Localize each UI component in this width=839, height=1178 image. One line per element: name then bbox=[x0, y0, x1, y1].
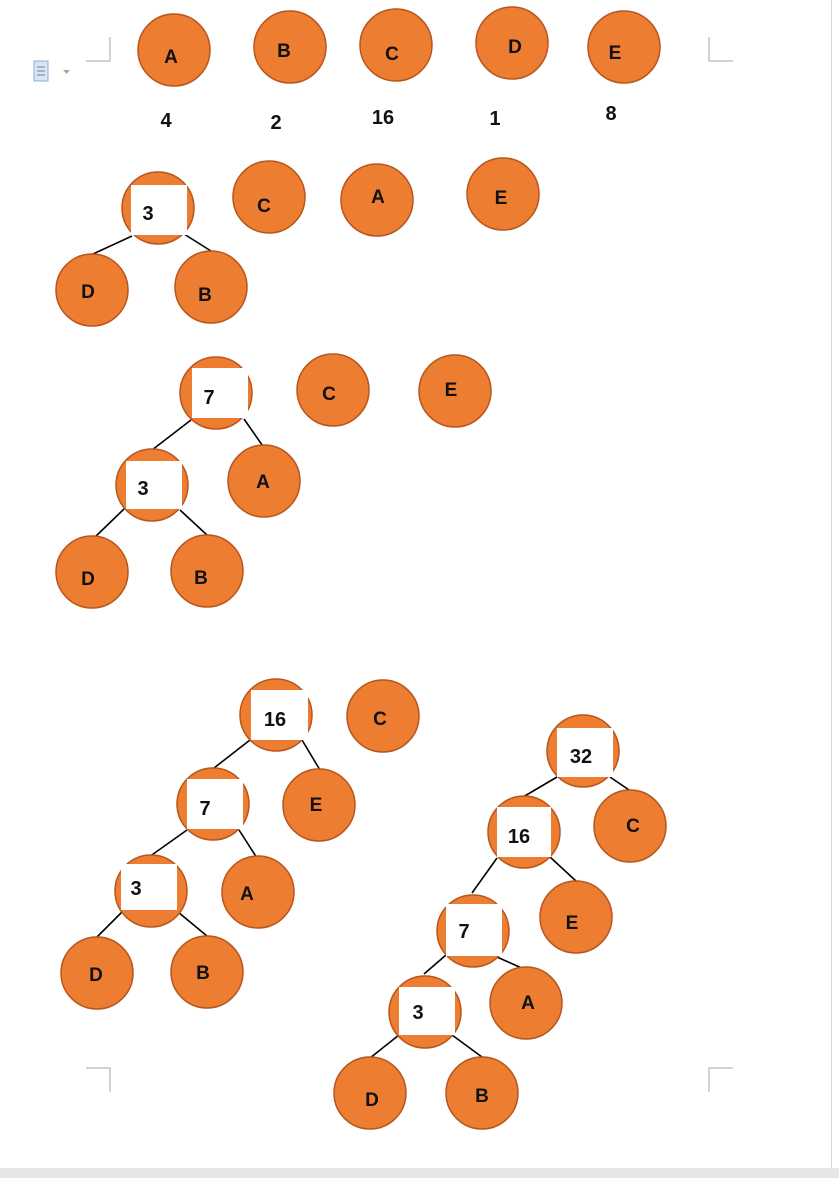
internal-node-7: 7 bbox=[436, 894, 510, 968]
leaf-d: D bbox=[60, 936, 134, 1010]
horizontal-scroll-area[interactable] bbox=[0, 1168, 839, 1178]
internal-node-16: 16 bbox=[239, 678, 313, 752]
svg-text:D: D bbox=[81, 569, 95, 590]
internal-node-32: 32 bbox=[546, 714, 620, 788]
stage-3-tree: 7 3 D B A C bbox=[55, 353, 492, 609]
svg-text:7: 7 bbox=[458, 921, 469, 943]
node-c: C bbox=[232, 160, 306, 234]
leaf-b: B bbox=[445, 1056, 519, 1130]
node-e: E bbox=[466, 157, 540, 231]
stage-5-tree: 32 16 7 3 C E bbox=[333, 714, 667, 1130]
internal-node-7: 7 bbox=[176, 767, 250, 841]
leaf-a: A bbox=[227, 444, 301, 518]
leaf-a: A bbox=[489, 966, 563, 1040]
node-b: B bbox=[253, 10, 327, 84]
svg-text:3: 3 bbox=[412, 1002, 423, 1024]
internal-node-16: 16 bbox=[487, 795, 561, 869]
internal-node-3: 3 bbox=[121, 171, 195, 245]
internal-node-3: 3 bbox=[388, 975, 462, 1049]
svg-text:E: E bbox=[445, 380, 458, 401]
svg-text:7: 7 bbox=[199, 798, 210, 820]
weight-e: 8 bbox=[605, 103, 616, 125]
svg-text:A: A bbox=[256, 472, 270, 493]
svg-text:32: 32 bbox=[570, 746, 592, 768]
svg-text:B: B bbox=[475, 1086, 489, 1107]
leaf-b: B bbox=[170, 935, 244, 1009]
internal-node-7: 7 bbox=[179, 356, 253, 430]
weight-c: 16 bbox=[372, 107, 394, 129]
svg-text:16: 16 bbox=[264, 709, 286, 731]
svg-text:C: C bbox=[322, 384, 336, 405]
svg-text:3: 3 bbox=[130, 878, 141, 900]
node-a: A bbox=[340, 163, 414, 237]
svg-text:3: 3 bbox=[142, 203, 153, 225]
leaf-d: D bbox=[333, 1056, 407, 1130]
node-e: E bbox=[418, 354, 492, 428]
svg-text:3: 3 bbox=[137, 478, 148, 500]
stage-2-tree: 3 D B C A E bbox=[55, 157, 540, 327]
svg-text:A: A bbox=[240, 884, 254, 905]
svg-text:D: D bbox=[365, 1090, 379, 1111]
node-c: C bbox=[346, 679, 420, 753]
leaf-a: A bbox=[221, 855, 295, 929]
stage-4-tree: 16 7 3 E A D bbox=[60, 678, 420, 1010]
svg-text:D: D bbox=[508, 37, 522, 58]
paste-options-icon[interactable] bbox=[32, 60, 72, 84]
svg-text:E: E bbox=[609, 43, 622, 64]
svg-text:A: A bbox=[164, 47, 178, 68]
svg-text:D: D bbox=[89, 965, 103, 986]
svg-text:7: 7 bbox=[203, 387, 214, 409]
node-e: E bbox=[587, 10, 661, 84]
page-edge bbox=[831, 0, 832, 1168]
leaf-d: D bbox=[55, 253, 129, 327]
svg-text:E: E bbox=[310, 795, 323, 816]
leaf-d: D bbox=[55, 535, 129, 609]
node-c: C bbox=[359, 8, 433, 82]
svg-text:E: E bbox=[566, 913, 579, 934]
svg-text:B: B bbox=[196, 963, 210, 984]
svg-text:B: B bbox=[277, 41, 291, 62]
leaf-e: E bbox=[282, 768, 356, 842]
crop-marks bbox=[86, 37, 733, 1092]
internal-node-3: 3 bbox=[115, 448, 189, 522]
weight-d: 1 bbox=[489, 108, 500, 130]
svg-text:A: A bbox=[371, 187, 385, 208]
svg-text:A: A bbox=[521, 993, 535, 1014]
leaf-b: B bbox=[174, 250, 248, 324]
leaf-b: B bbox=[170, 534, 244, 608]
node-a: A bbox=[137, 13, 211, 87]
svg-text:B: B bbox=[198, 285, 212, 306]
svg-text:C: C bbox=[373, 709, 387, 730]
leaf-c: C bbox=[593, 789, 667, 863]
svg-text:D: D bbox=[81, 282, 95, 303]
stage-1-initial-nodes: A B C D E 4 2 16 1 8 bbox=[137, 6, 661, 134]
svg-text:16: 16 bbox=[508, 826, 530, 848]
svg-text:E: E bbox=[495, 188, 508, 209]
svg-text:C: C bbox=[626, 816, 640, 837]
internal-node-3: 3 bbox=[114, 854, 188, 928]
svg-text:C: C bbox=[385, 44, 399, 65]
leaf-e: E bbox=[539, 880, 613, 954]
weight-b: 2 bbox=[270, 112, 281, 134]
node-c: C bbox=[296, 353, 370, 427]
weight-a: 4 bbox=[160, 110, 172, 132]
svg-text:B: B bbox=[194, 568, 208, 589]
node-d: D bbox=[475, 6, 549, 80]
svg-text:C: C bbox=[257, 196, 271, 217]
